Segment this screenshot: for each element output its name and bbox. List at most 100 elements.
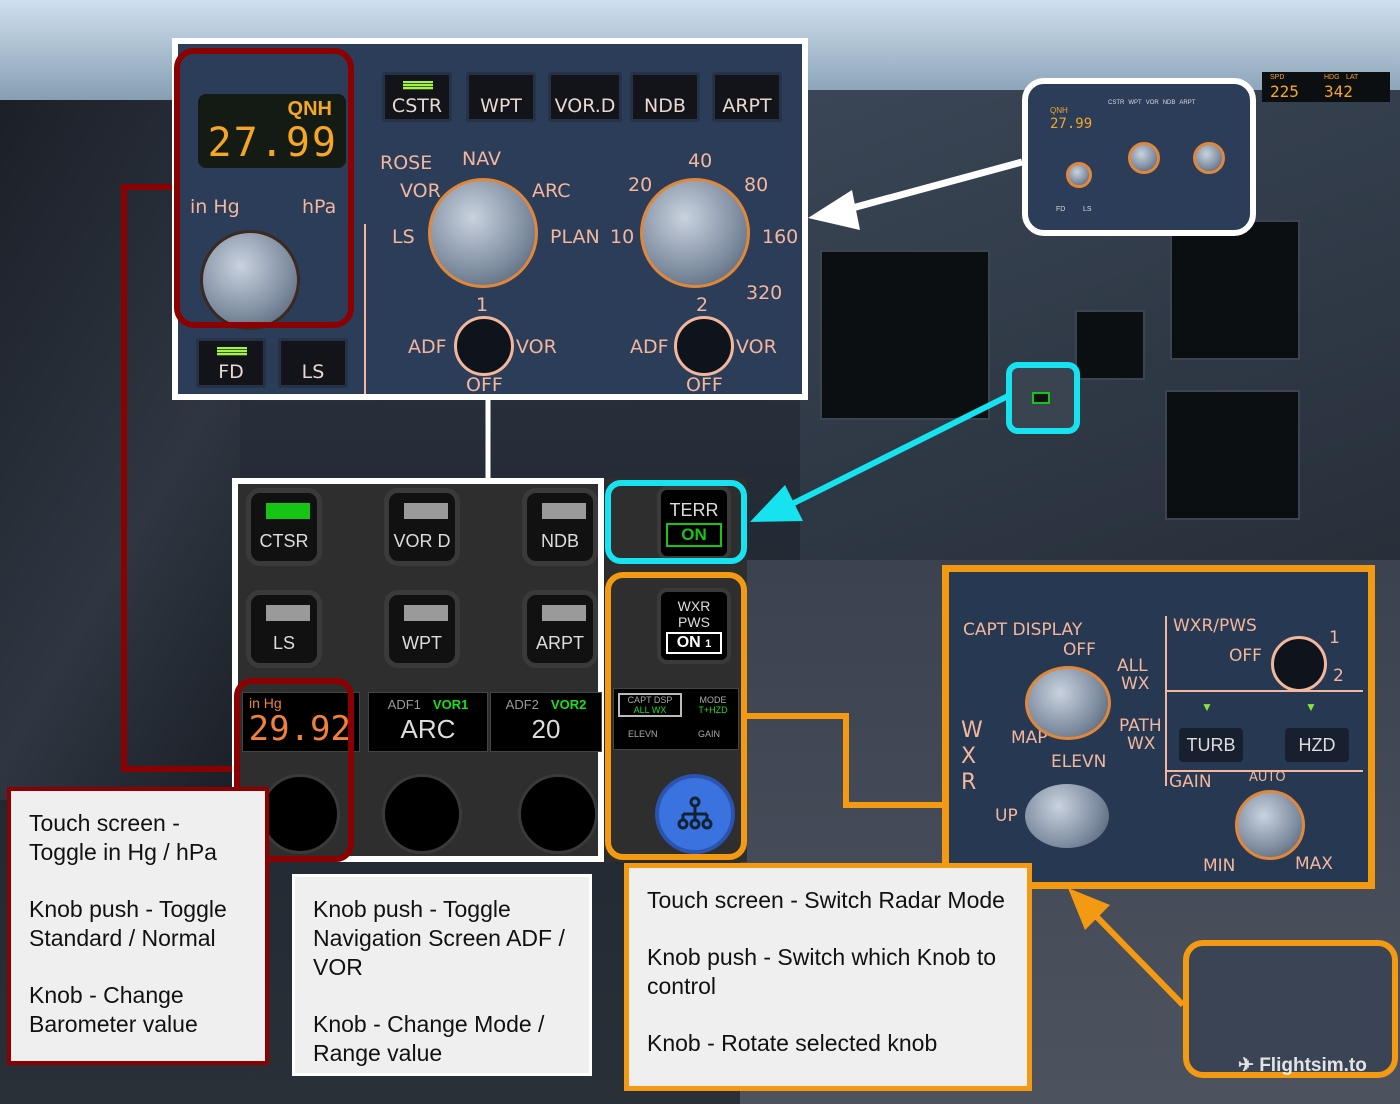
touch-efis-panel: CTSR VOR D NDB LS WPT ARPT in Hg 29.92 A…	[232, 478, 604, 862]
qnh-display: QNH 27.99	[198, 94, 346, 168]
mode-arc: ARC	[532, 180, 571, 202]
wxr-pws-2: 2	[1333, 666, 1344, 686]
hzd-button[interactable]: HZD	[1285, 728, 1349, 762]
mode-label: MODE	[699, 695, 727, 705]
vord-button[interactable]: VOR.D	[548, 72, 622, 122]
cstr-button[interactable]: CSTR	[382, 72, 452, 122]
note-text: Knob - Change Mode / Range value	[313, 1011, 545, 1066]
ls-button[interactable]: LS	[278, 338, 348, 388]
mode-ls: LS	[392, 226, 415, 248]
vord-label: VOR D	[393, 531, 451, 551]
mode-vor: VOR	[400, 180, 441, 202]
switch1-num: 1	[476, 294, 489, 316]
nav1-display[interactable]: ADF1 VOR1 ARC	[368, 692, 488, 752]
hdg-label: HDG	[1324, 74, 1340, 81]
divider	[364, 224, 366, 394]
ctsr-label: CTSR	[259, 531, 309, 551]
adf-vor-switch-2[interactable]	[674, 316, 734, 376]
ndb-touch-button[interactable]: NDB	[522, 488, 598, 566]
note-text: Touch screen - Switch Radar Mode	[647, 887, 1005, 913]
capt-display-knob[interactable]	[1025, 666, 1111, 740]
baro-knob[interactable]	[200, 230, 300, 330]
gain-label: GAIN	[698, 729, 721, 739]
ctsr-touch-button[interactable]: CTSR	[246, 488, 322, 566]
capt-pathwx: WX	[1127, 734, 1156, 754]
vord-touch-button[interactable]: VOR D	[384, 488, 460, 566]
capt-off: OFF	[1063, 640, 1096, 660]
capt-dsp-label: CAPT DSP	[627, 695, 673, 705]
wxr-control-panel: CAPT DISPLAY OFF ALL WX PATH WX MAP ELEV…	[942, 565, 1375, 889]
adf-vor-switch-1[interactable]	[454, 316, 514, 376]
white-arrow	[844, 158, 1023, 214]
terr-on-thumb	[1032, 392, 1050, 404]
arpt-led	[542, 605, 586, 621]
gain-min: MIN	[1203, 856, 1236, 876]
elevation-knob[interactable]	[1025, 784, 1109, 848]
arpt-button[interactable]: ARPT	[712, 72, 782, 122]
lat-label: LAT	[1346, 74, 1359, 81]
thumb-button: WPT	[1128, 100, 1142, 106]
turb-indicator: ▼	[1201, 700, 1213, 714]
capt-allwx: WX	[1121, 674, 1150, 694]
adf1-label: ADF1	[387, 697, 421, 712]
qnh-value: 27.99	[207, 120, 338, 166]
range-touch-knob[interactable]	[518, 774, 598, 854]
ndb-label: NDB	[540, 531, 579, 551]
nd-mode-knob[interactable]	[428, 178, 538, 288]
thumb-baro-knob	[1066, 162, 1092, 188]
fd-button[interactable]: FD	[196, 338, 266, 388]
gain-knob[interactable]	[1235, 790, 1305, 860]
vor1-label: VOR1	[432, 697, 469, 712]
baro-touch-knob[interactable]	[260, 774, 340, 854]
mode-value: T+HZD	[698, 705, 728, 715]
thumb-range-knob	[1193, 142, 1225, 174]
arpt-label: ARPT	[535, 633, 584, 653]
thumb-qnh-value: 27.99	[1050, 116, 1093, 132]
baro-touch-display[interactable]: in Hg 29.92	[242, 692, 360, 752]
radar-knob[interactable]	[655, 774, 735, 854]
spd-value: 225	[1270, 82, 1299, 101]
thumb-button: VOR	[1145, 100, 1159, 106]
arpt-touch-button[interactable]: ARPT	[522, 590, 598, 668]
wxr-state: ON	[676, 634, 701, 651]
wxr-pws-switch[interactable]	[1271, 636, 1327, 692]
wxr-panel-location-highlight	[1183, 940, 1398, 1078]
cstr-label: CSTR	[391, 95, 443, 117]
terr-state: ON	[666, 523, 722, 547]
nd-range-knob[interactable]	[640, 178, 750, 288]
ls-touch-button[interactable]: LS	[246, 590, 322, 668]
terr-button-highlight	[1006, 362, 1080, 434]
capt-dsp-value: ALL WX	[633, 705, 667, 715]
turb-button[interactable]: TURB	[1179, 728, 1243, 762]
divider	[1167, 690, 1363, 692]
nav1-value: ARC	[400, 714, 456, 744]
ndb-button[interactable]: NDB	[630, 72, 700, 122]
wpt-button[interactable]: WPT	[466, 72, 536, 122]
red-connector	[121, 184, 236, 772]
wxr-label: WXR	[677, 598, 711, 614]
capt-all: ALL	[1117, 656, 1148, 676]
ecam-lower	[1165, 390, 1300, 520]
baro-highlight	[174, 48, 354, 328]
elevn-label: ELEVN	[1051, 752, 1107, 772]
thumb-button: ARPT	[1179, 100, 1196, 106]
thumb-button: NDB	[1162, 100, 1176, 106]
wpt-touch-button[interactable]: WPT	[384, 590, 460, 668]
vord-label: VOR.D	[554, 95, 616, 117]
wpt-led	[404, 605, 448, 621]
wxr-num: 1	[705, 638, 712, 650]
ls-led	[266, 605, 310, 621]
note-text: Knob - Change Barometer value	[29, 982, 198, 1037]
mode-touch-knob[interactable]	[382, 774, 462, 854]
plane-icon: ✈	[1238, 1055, 1260, 1076]
fd-label: FD	[218, 361, 244, 383]
baro-value: 29.92	[248, 709, 351, 749]
radar-highlight	[605, 572, 747, 860]
terr-label: TERR	[669, 500, 719, 520]
note-text: Knob push - Toggle Standard / Normal	[29, 896, 227, 951]
